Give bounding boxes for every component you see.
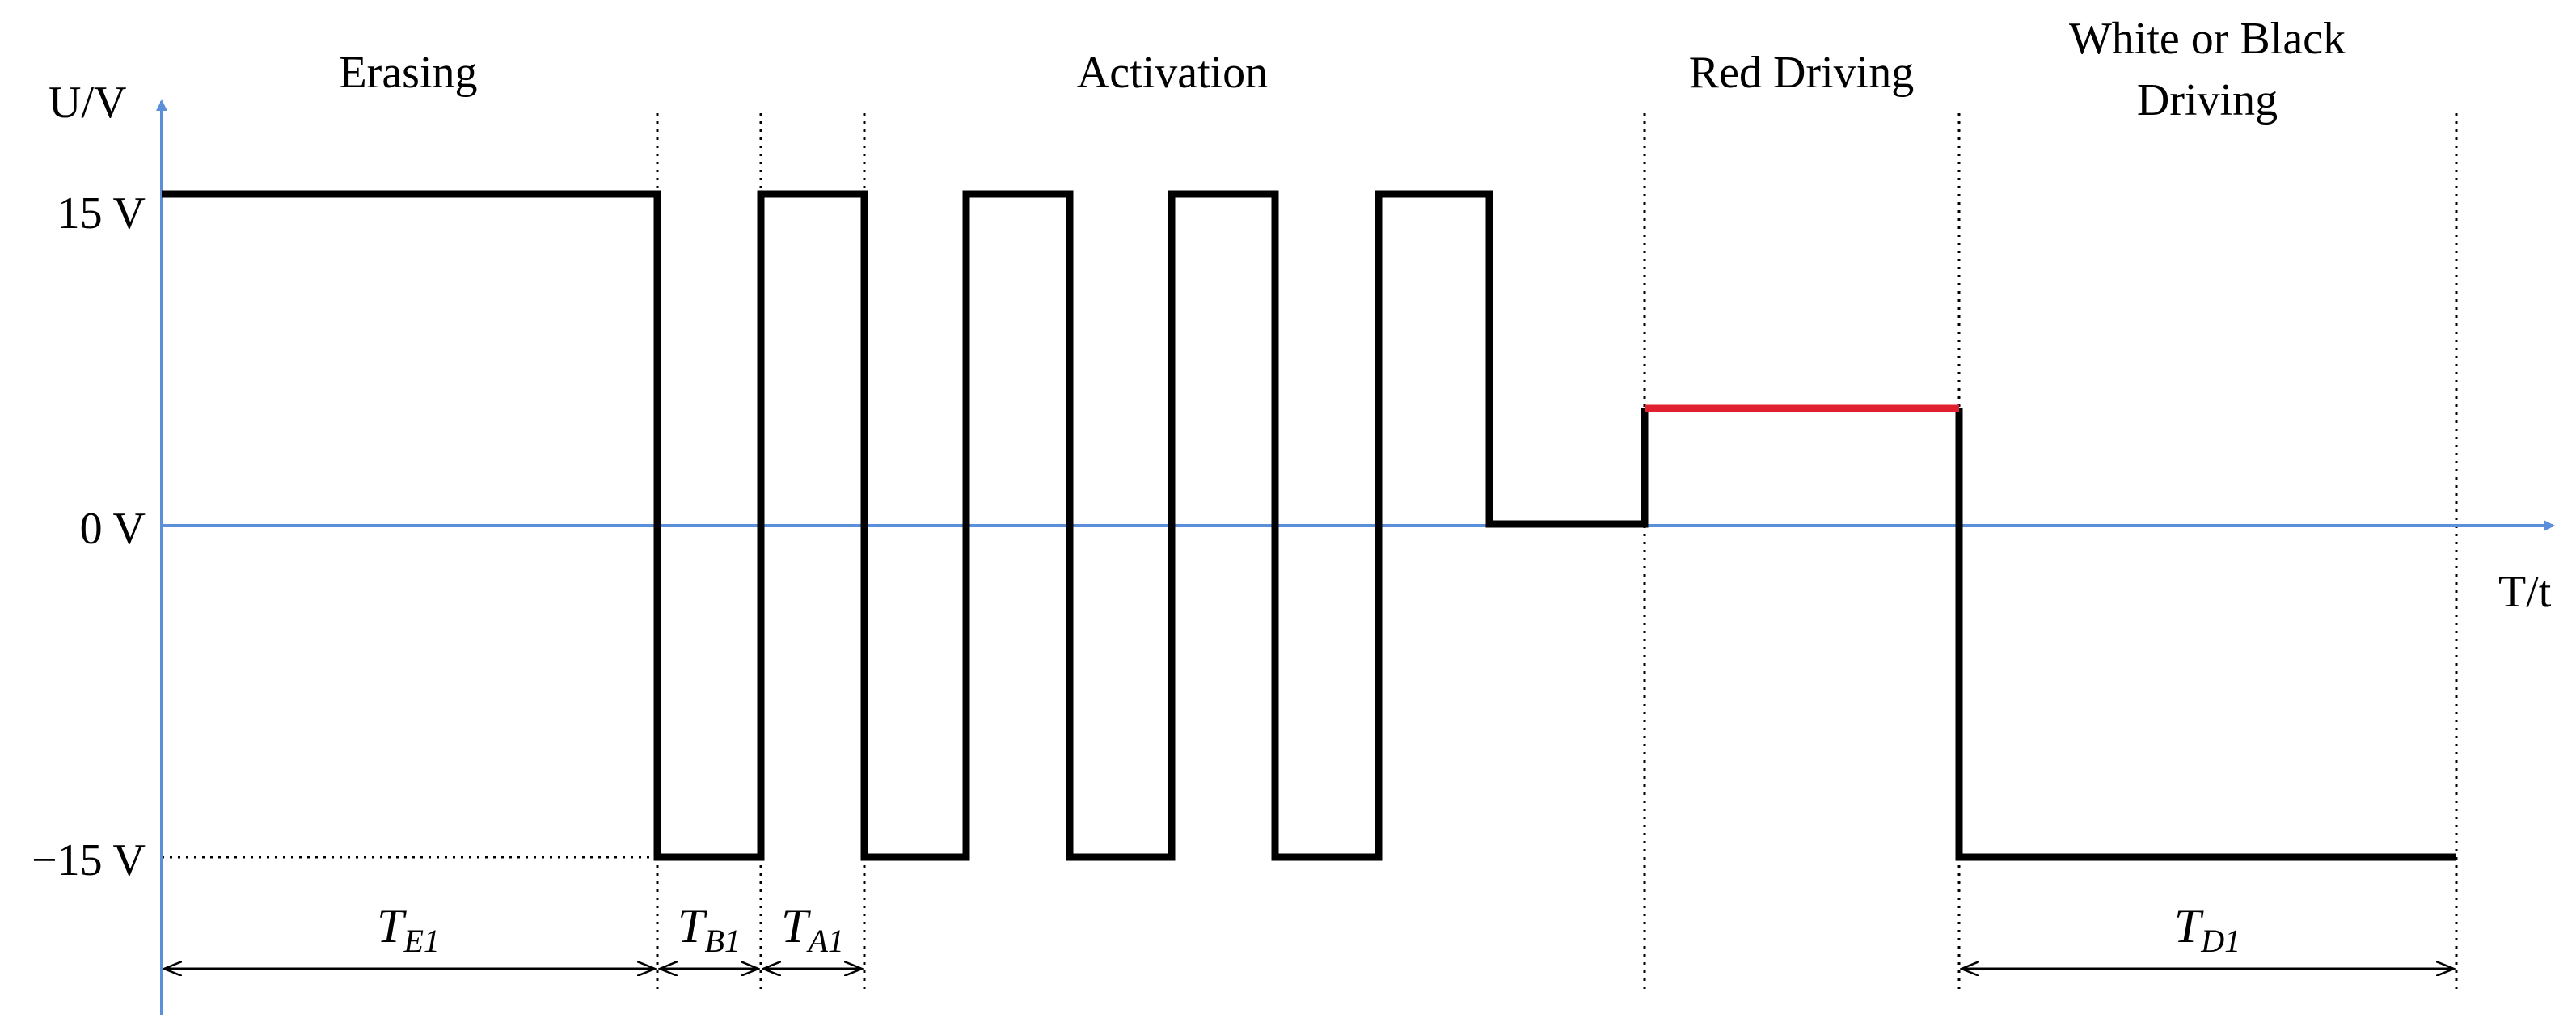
waveform <box>162 190 2456 861</box>
interval-tb1-label: TB1 <box>678 899 741 959</box>
phase-red-driving-label: Red Driving <box>1689 48 1914 98</box>
phase-erasing-label: Erasing <box>339 48 477 98</box>
phase-wb-driving-line1: White or Black <box>2069 14 2346 64</box>
interval-te1-label: TE1 <box>377 899 440 959</box>
level-zero-label: 0 V <box>80 504 146 554</box>
level-neg-label: −15 V <box>32 835 146 885</box>
phase-activation-label: Activation <box>1077 48 1268 98</box>
phase-dividers <box>162 113 2458 995</box>
erase-and-activation-pulses <box>162 190 1649 861</box>
phase-wb-driving-line2: Driving <box>2137 75 2278 125</box>
interval-ta1-label: TA1 <box>781 899 844 959</box>
interval-td1-label: TD1 <box>2174 899 2240 959</box>
axes <box>156 99 2555 1015</box>
x-axis-label: T/t <box>2498 567 2552 617</box>
driving-segment <box>1955 408 2456 861</box>
level-pos-label: 15 V <box>57 188 146 239</box>
y-axis-label: U/V <box>49 78 126 128</box>
